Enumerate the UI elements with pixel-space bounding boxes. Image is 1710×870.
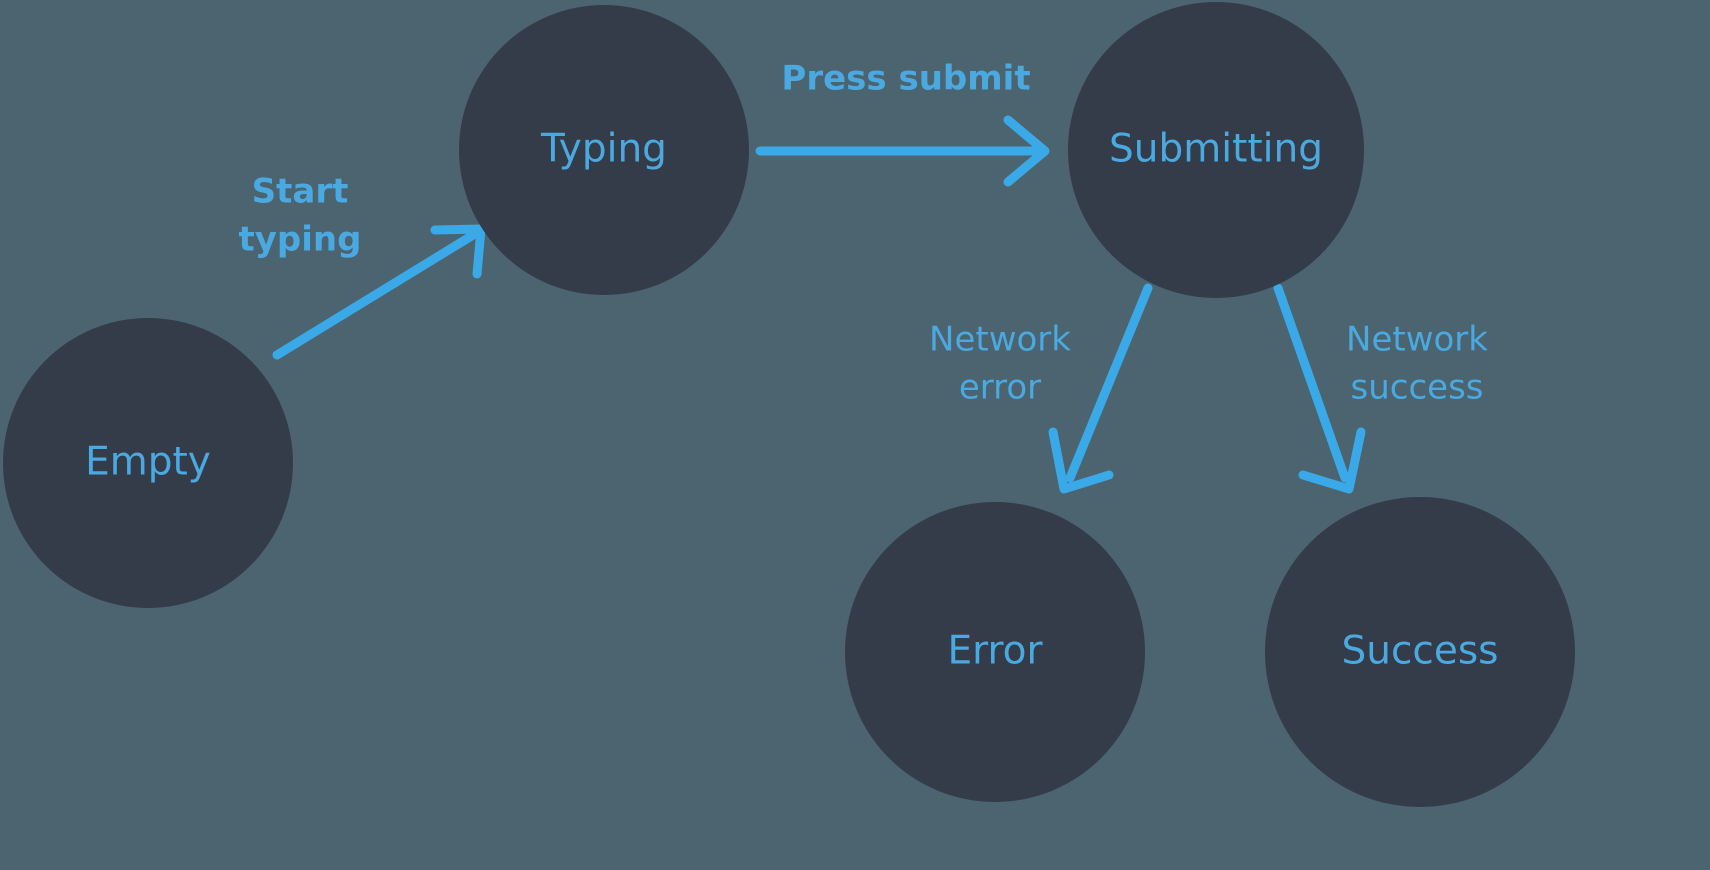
- edge-label-press-submit-line1: Press submit: [781, 59, 1030, 99]
- edge-start-typing-arrowhead: [430, 224, 486, 279]
- node-success-label: Success: [1342, 629, 1499, 674]
- edge-start-typing-line: [272, 227, 483, 360]
- node-empty[interactable]: Empty: [3, 318, 293, 608]
- edge-press-submit-arrowhead: [1003, 115, 1050, 187]
- edge-network-error-line: [1065, 283, 1153, 483]
- edge-start-typing: [272, 224, 486, 360]
- edge-label-network-success-line1: Network: [1346, 320, 1488, 360]
- edge-label-start-typing-line2: typing: [239, 220, 362, 260]
- node-typing-label: Typing: [540, 127, 667, 172]
- node-empty-circle[interactable]: [3, 318, 293, 608]
- edge-network-success: [1273, 283, 1366, 494]
- node-success[interactable]: Success: [1265, 497, 1575, 807]
- node-success-circle[interactable]: [1265, 497, 1575, 807]
- edge-network-error: [1048, 283, 1153, 494]
- edge-label-network-error-line2: error: [959, 368, 1041, 408]
- edge-label-network-error-line1: Network: [929, 320, 1071, 360]
- node-empty-label: Empty: [85, 440, 211, 485]
- node-error-label: Error: [947, 629, 1043, 674]
- edge-label-press-submit: Press submit: [781, 59, 1030, 99]
- edge-label-start-typing: Start typing: [239, 172, 362, 260]
- node-error[interactable]: Error: [845, 502, 1145, 802]
- node-submitting[interactable]: Submitting: [1068, 2, 1364, 298]
- node-error-circle[interactable]: [845, 502, 1145, 802]
- edge-label-network-error: Network error: [929, 320, 1071, 408]
- edge-network-success-line: [1273, 283, 1350, 483]
- node-submitting-label: Submitting: [1109, 127, 1323, 172]
- edge-label-network-success: Network success: [1346, 320, 1488, 408]
- edge-network-success-arrowhead: [1298, 427, 1366, 494]
- node-submitting-circle[interactable]: [1068, 2, 1364, 298]
- edge-label-network-success-line2: success: [1351, 368, 1484, 408]
- node-typing-circle[interactable]: [459, 5, 749, 295]
- edge-label-start-typing-line1: Start: [252, 172, 349, 212]
- edge-press-submit: [755, 115, 1050, 187]
- node-typing[interactable]: Typing: [459, 5, 749, 295]
- edge-network-error-arrowhead: [1048, 427, 1114, 494]
